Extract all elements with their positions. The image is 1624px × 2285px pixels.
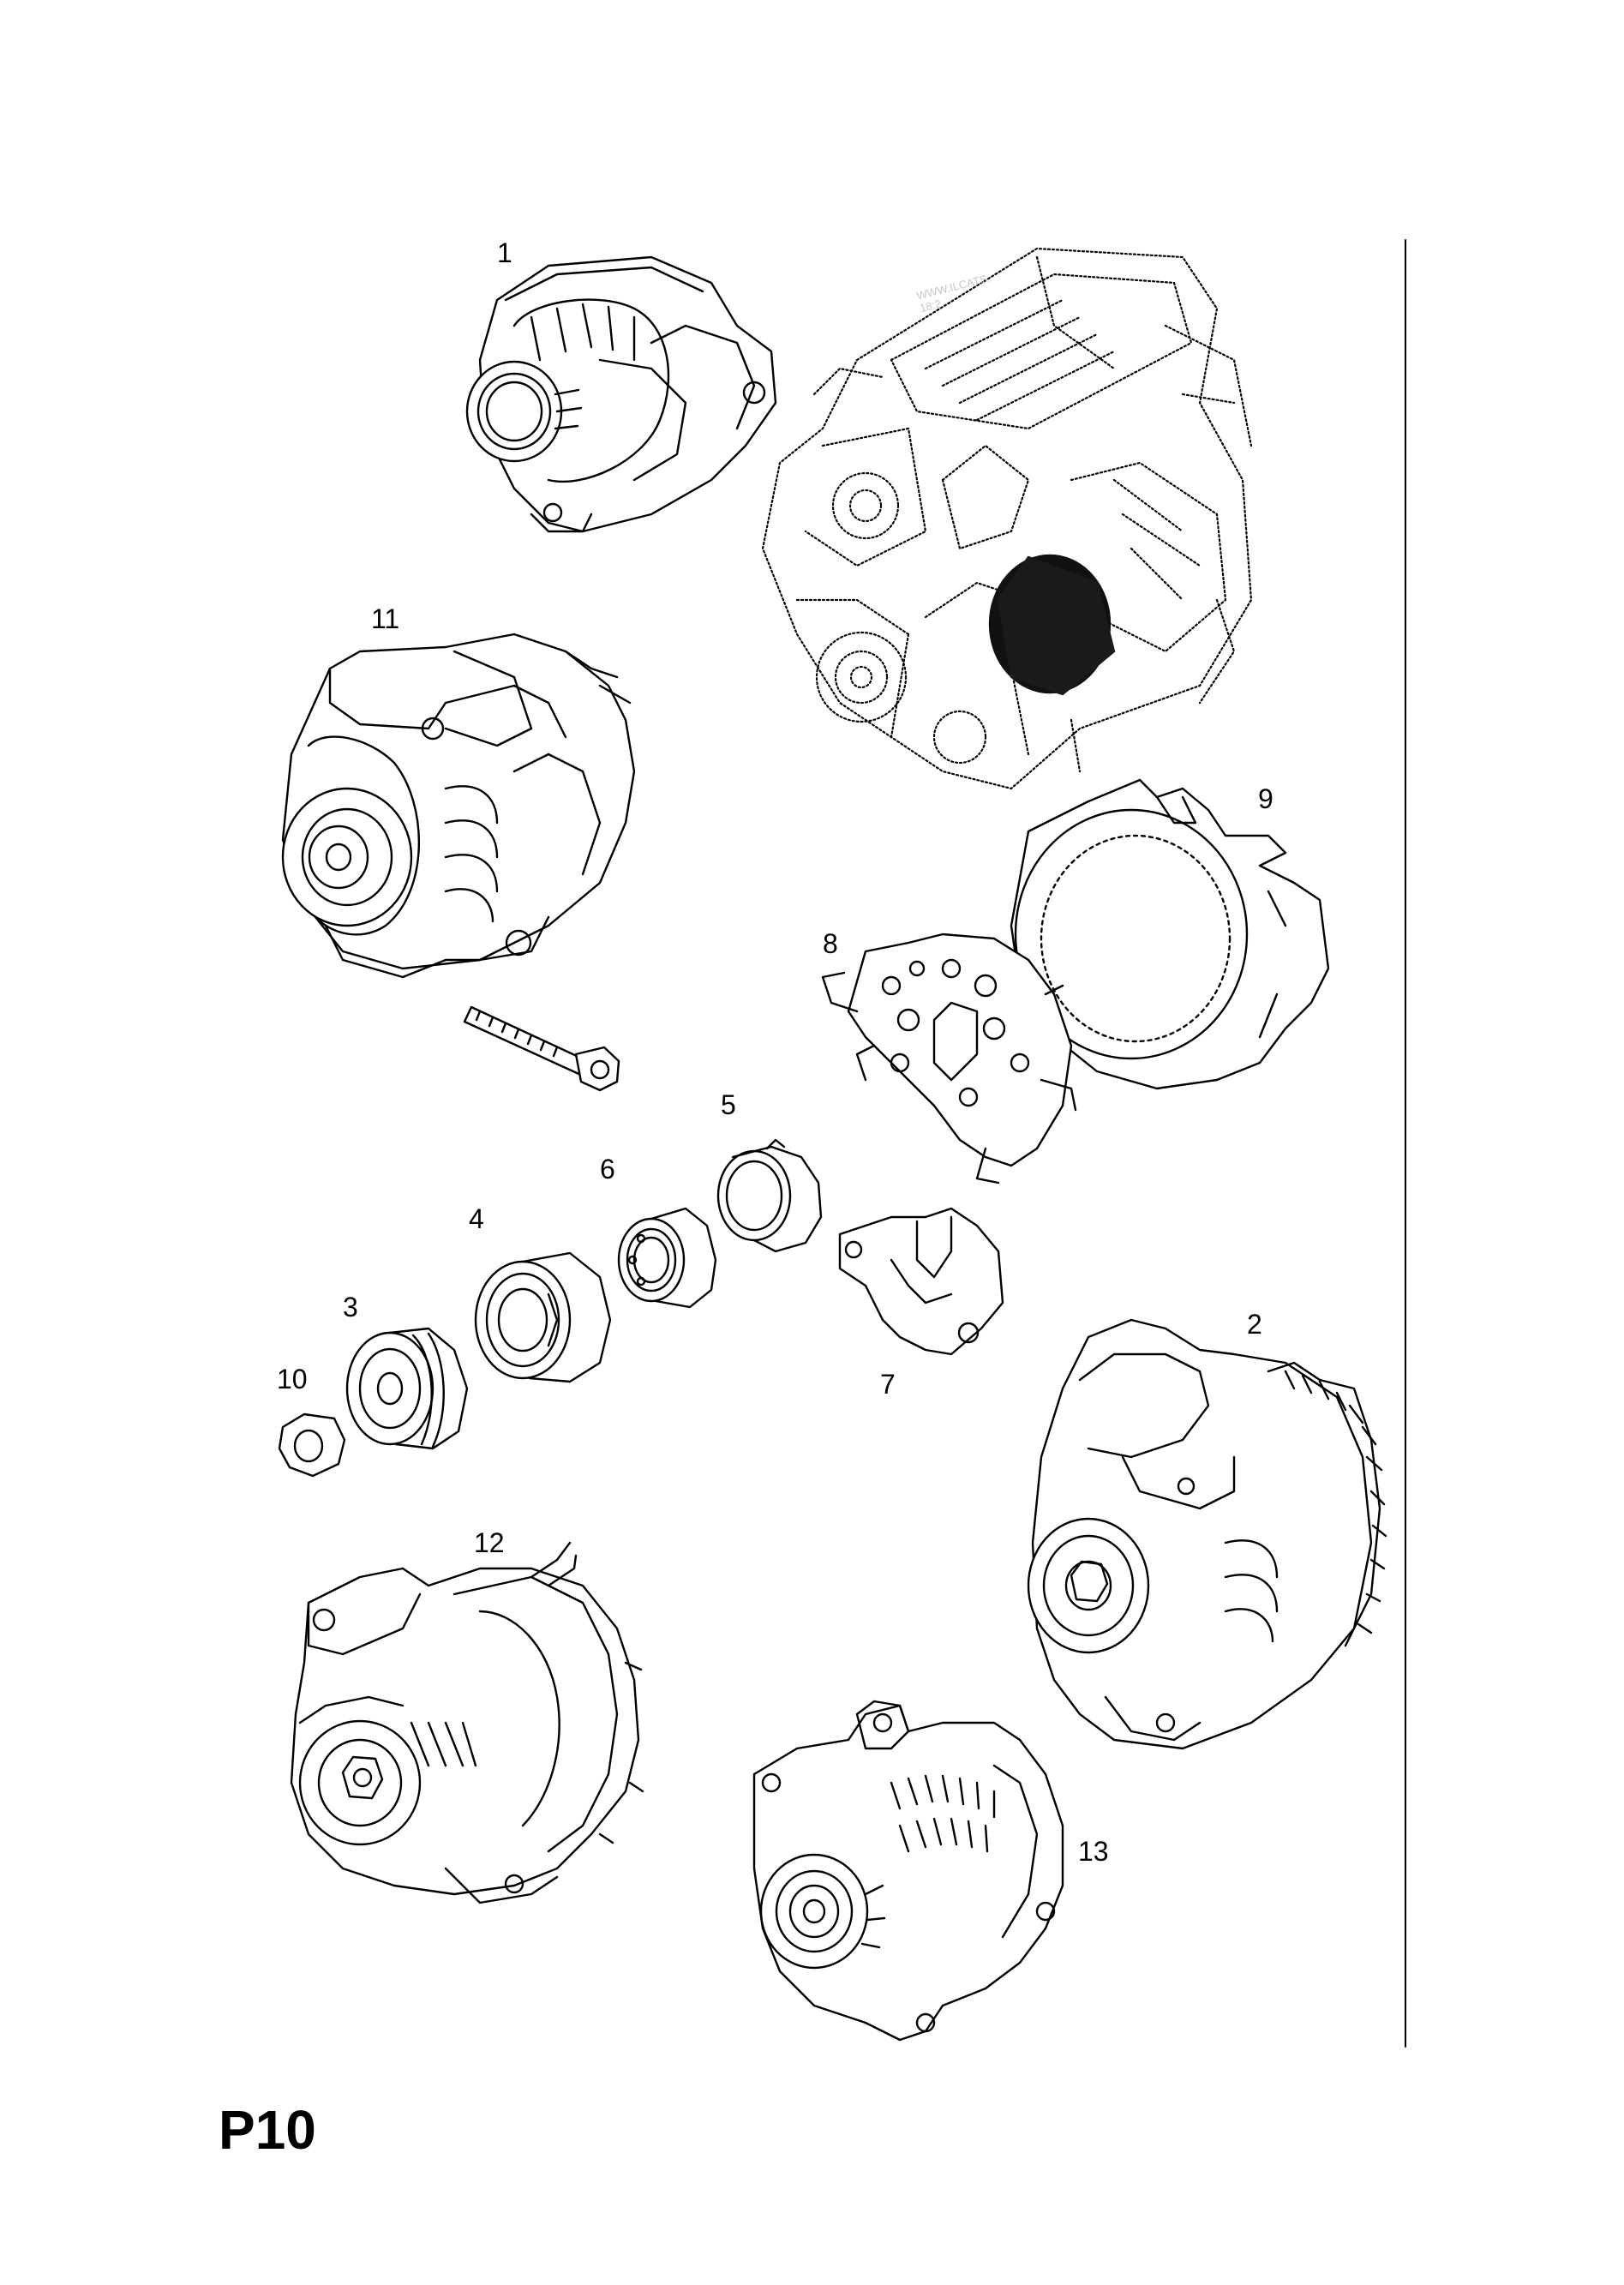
- part-2-alternator-drawing: [1027, 1318, 1387, 1750]
- part-1-alternator-drawing: [465, 255, 777, 533]
- callout-4[interactable]: 4: [469, 1203, 484, 1234]
- part-3-pulley-drawing: [345, 1327, 469, 1450]
- part-4-bearing-drawing: [474, 1251, 612, 1383]
- callout-1[interactable]: 1: [497, 237, 512, 268]
- callout-11[interactable]: 11: [371, 603, 400, 634]
- part-13-alternator-drawing: [752, 1700, 1064, 2042]
- callout-8[interactable]: 8: [823, 928, 838, 959]
- part-10-nut-drawing: [278, 1412, 346, 1478]
- callout-2[interactable]: 2: [1247, 1309, 1262, 1340]
- part-11-alternator-drawing: [281, 633, 636, 979]
- callout-3[interactable]: 3: [343, 1292, 358, 1322]
- callout-7[interactable]: 7: [880, 1369, 896, 1400]
- engine-assembly-drawing: [761, 247, 1253, 790]
- callout-9[interactable]: 9: [1258, 783, 1273, 814]
- part-7-regulator-drawing: [838, 1207, 1004, 1356]
- part-6-bearing-drawing: [617, 1207, 717, 1309]
- part-5-ring-drawing: [716, 1138, 823, 1253]
- callout-6[interactable]: 6: [600, 1154, 615, 1184]
- page-code-label: P10: [219, 2099, 316, 2161]
- callout-12[interactable]: 12: [474, 1527, 505, 1558]
- callout-13[interactable]: 13: [1078, 1836, 1109, 1867]
- part-9-cover-drawing: [1010, 778, 1330, 1090]
- part-8-rectifier-drawing: [821, 933, 1077, 1184]
- part-12-alternator-drawing: [290, 1541, 644, 1904]
- callout-5[interactable]: 5: [721, 1089, 736, 1120]
- callout-10[interactable]: 10: [277, 1364, 308, 1394]
- alternator-mounting-bolt-drawing: [463, 1005, 620, 1092]
